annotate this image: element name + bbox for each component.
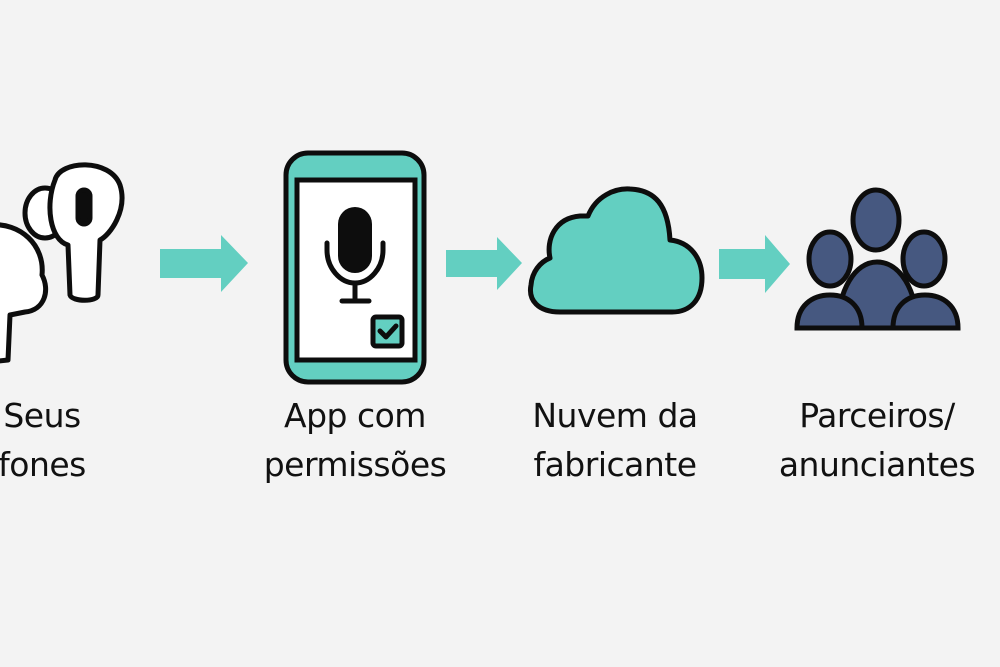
label-line: permissões [263, 445, 447, 484]
step-label-app: App com permissões [235, 391, 475, 489]
step-label-earbuds: Seus fones [0, 391, 162, 489]
label-line: App com [284, 396, 426, 435]
step-label-cloud: Nuvem da fabricante [495, 391, 735, 489]
cloud-icon [527, 186, 705, 315]
microphone-icon [338, 207, 372, 273]
arrow-right-icon [719, 235, 790, 293]
arrow-right-icon [446, 237, 522, 290]
checkbox-checked-icon [370, 314, 405, 349]
step-label-partners: Parceiros/ anunciantes [757, 391, 997, 489]
label-line: Seus [3, 396, 81, 435]
earbuds-icon [0, 162, 125, 364]
arrow-right-icon [160, 235, 248, 292]
label-line: Parceiros/ [799, 396, 955, 435]
label-line: anunciantes [778, 445, 976, 484]
people-group-icon [794, 187, 961, 331]
label-line: Nuvem da [532, 396, 698, 435]
phone-microphone-icon [283, 150, 427, 385]
label-line: fabricante [533, 445, 697, 484]
label-line: fones [0, 445, 86, 484]
